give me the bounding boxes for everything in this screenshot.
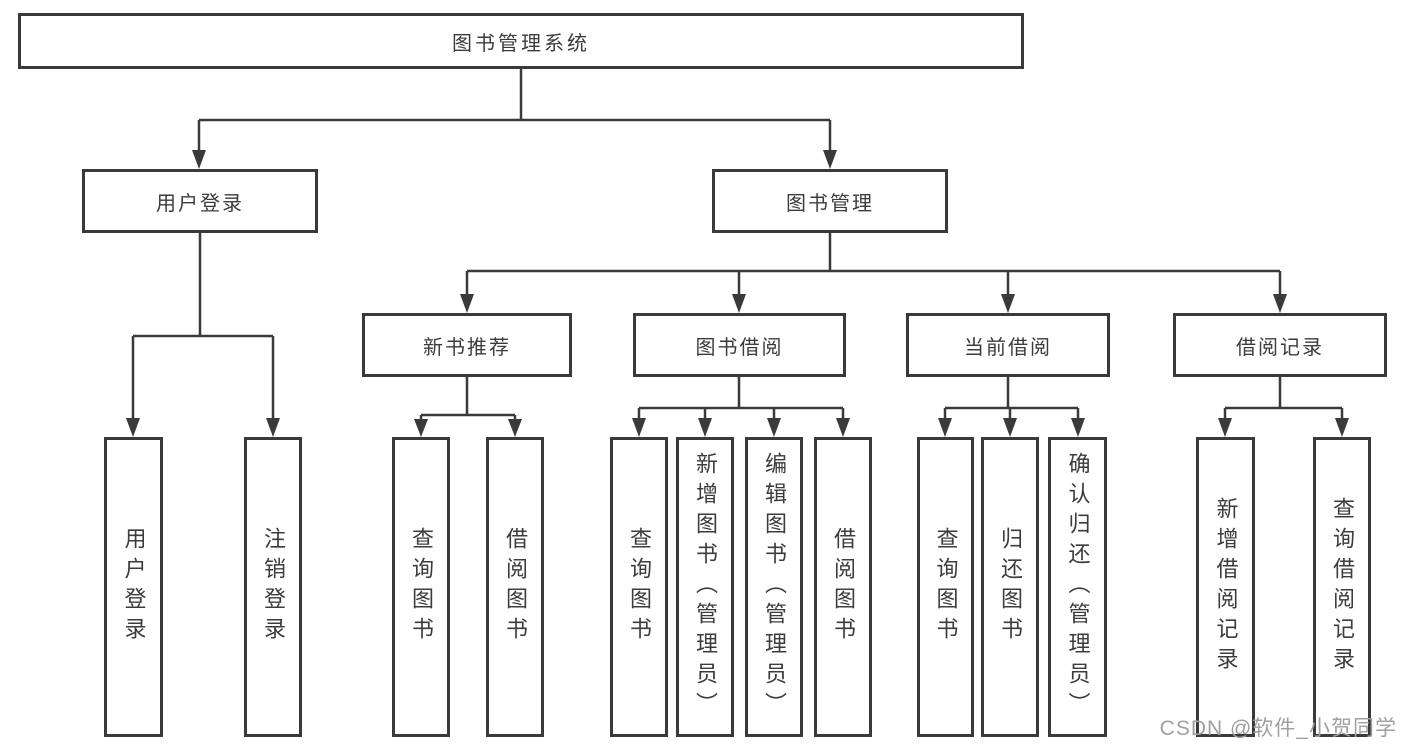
leaf-query-book-current-label: 查询图书 [933,527,959,647]
connector-borrow-records-branch [1218,377,1349,437]
node-user-login: 用户登录 [82,169,318,233]
node-current-borrow: 当前借阅 [906,313,1110,377]
node-book-borrow: 图书借阅 [633,313,846,377]
leaf-query-book-borrow-label: 查询图书 [627,527,652,647]
node-book-management: 图书管理 [712,169,948,233]
leaf-user-login-label: 用户登录 [121,527,147,647]
leaf-add-borrow-record-label: 新增借阅记录 [1213,497,1239,677]
leaf-borrow-book-recommend: 借阅图书 [486,437,544,737]
leaf-borrow-book-recommend-label: 借阅图书 [503,527,528,647]
leaf-borrow-book: 借阅图书 [814,437,872,737]
csdn-watermark: CSDN @软件_小贺同学 [1159,717,1397,740]
node-new-book-recommend: 新书推荐 [362,313,572,377]
leaf-logout: 注销登录 [244,437,302,737]
connector-user-login-branch [126,233,280,437]
leaf-edit-book-admin-label: 编辑图书（管理员） [762,452,787,722]
node-new-book-recommend-label: 新书推荐 [423,336,511,359]
leaf-query-borrow-record-label: 查询借阅记录 [1330,497,1355,677]
leaf-borrow-book-label: 借阅图书 [831,527,856,647]
node-current-borrow-label: 当前借阅 [964,336,1052,359]
connector-book-management-branch [460,233,1287,313]
connector-current-borrow-branch [938,377,1085,437]
node-book-borrow-label: 图书借阅 [695,336,784,359]
connector-book-borrow-branch [632,377,850,437]
node-book-management-label: 图书管理 [786,192,874,215]
node-borrow-records-label: 借阅记录 [1236,336,1324,359]
leaf-user-login: 用户登录 [104,437,163,737]
leaf-return-book: 归还图书 [981,437,1039,737]
node-root-library-management-system: 图书管理系统 [18,13,1024,69]
leaf-add-borrow-record: 新增借阅记录 [1196,437,1255,737]
leaf-confirm-return-admin: 确认归还（管理员） [1048,437,1107,737]
node-borrow-records: 借阅记录 [1173,313,1387,377]
leaf-add-book-admin-label: 新增图书（管理员） [693,452,718,722]
leaf-logout-label: 注销登录 [261,527,286,647]
leaf-query-book-recommend: 查询图书 [392,437,450,737]
leaf-query-book-current: 查询图书 [917,437,974,737]
leaf-query-book-borrow: 查询图书 [610,437,668,737]
connector-root-to-level2 [192,69,837,169]
connector-new-book-recommend-branch [414,377,522,437]
leaf-add-book-admin: 新增图书（管理员） [676,437,734,737]
leaf-query-borrow-record: 查询借阅记录 [1313,437,1371,737]
node-user-login-label: 用户登录 [156,192,244,215]
leaf-edit-book-admin: 编辑图书（管理员） [745,437,803,737]
leaf-return-book-label: 归还图书 [998,527,1023,647]
node-root-label: 图书管理系统 [452,32,590,55]
leaf-confirm-return-admin-label: 确认归还（管理员） [1065,452,1091,722]
leaf-query-book-recommend-label: 查询图书 [409,527,434,647]
